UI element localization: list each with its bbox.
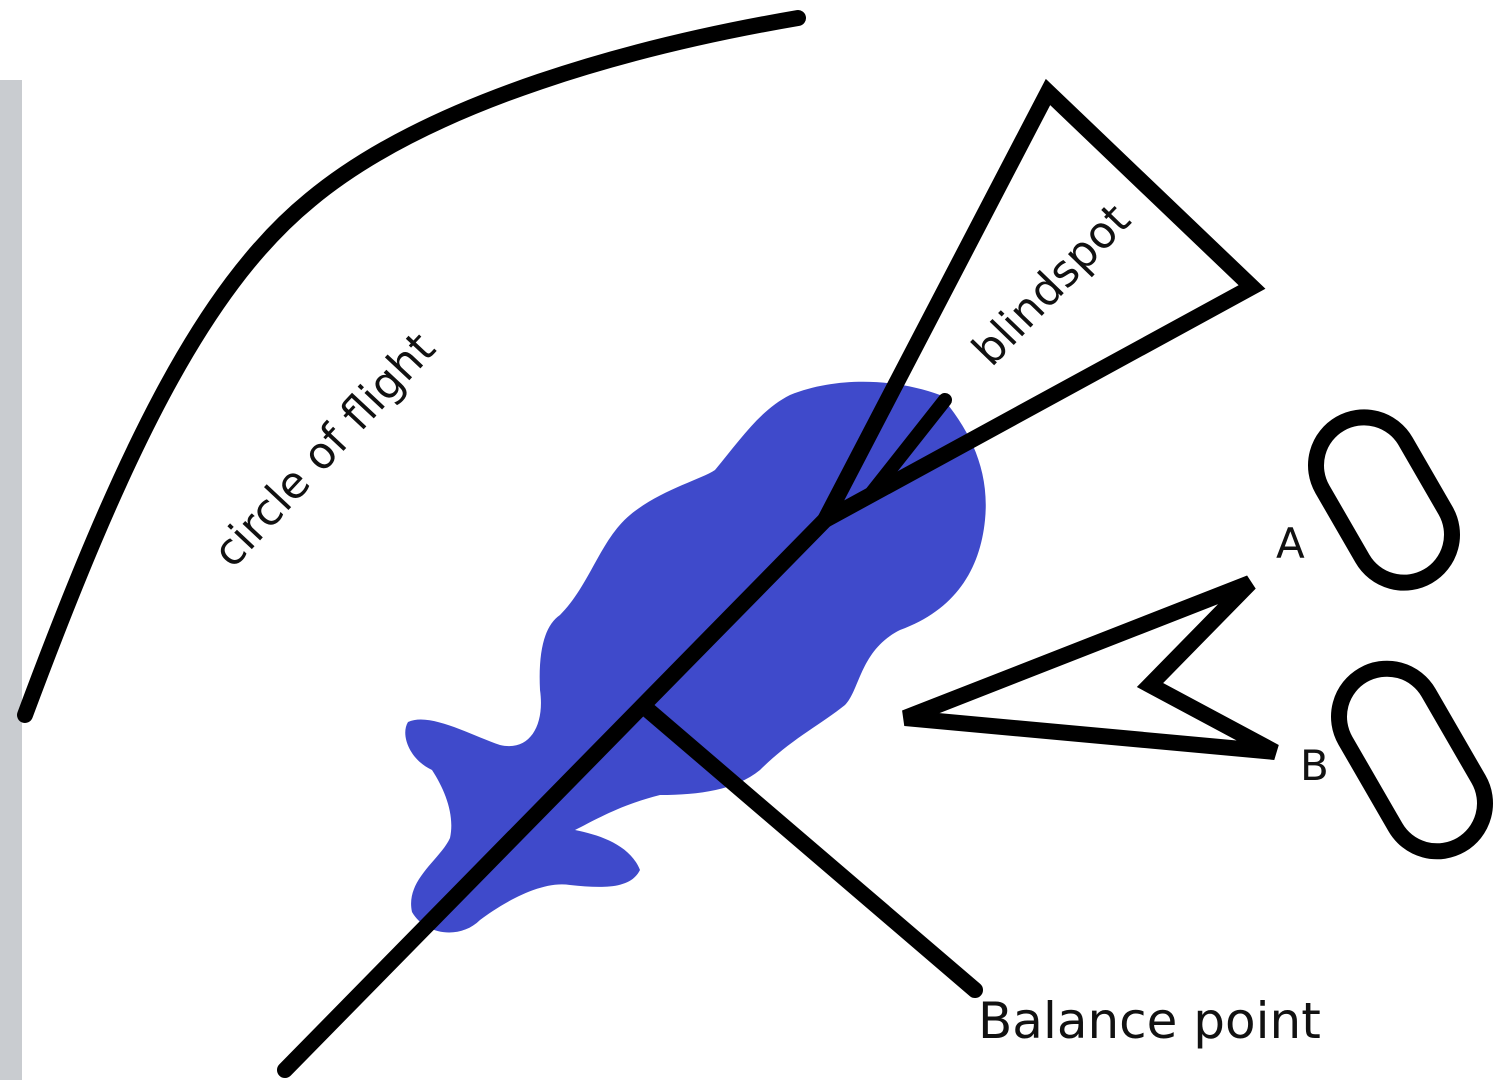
circle-of-flight-arc [17,10,806,723]
background-edge-texture [0,80,22,1080]
point-a-label: A [1276,519,1305,568]
balance-point-line [640,702,983,998]
handler-oval-b [1331,660,1493,860]
blindspot-tick [863,393,952,502]
handler-oval-a [1308,409,1460,591]
blindspot-triangle [805,78,1266,540]
handler-arrow [902,575,1279,760]
balance-point-label: Balance point [978,992,1321,1050]
circle-of-flight-label: circle of flight [203,323,445,577]
body-axis-line [277,512,833,1078]
point-b-label: B [1300,741,1329,790]
